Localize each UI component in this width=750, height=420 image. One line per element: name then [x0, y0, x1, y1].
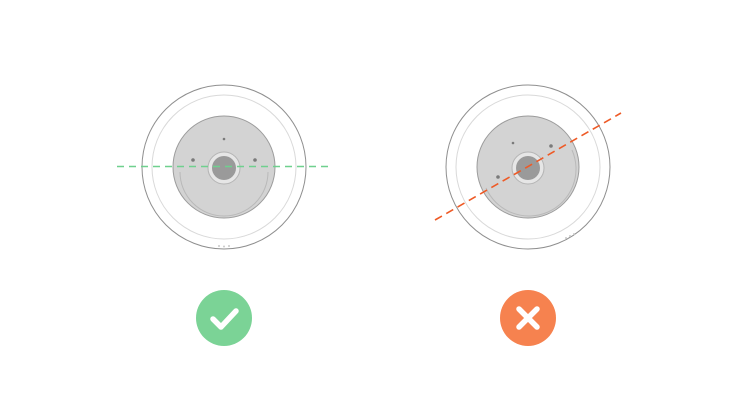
screw-point-left — [496, 175, 500, 179]
panel-correct — [117, 84, 331, 346]
alignment-line-tilted — [434, 112, 622, 221]
device-inner-ring — [151, 94, 297, 240]
device-inner-ring — [455, 94, 601, 240]
device-indicator-dots — [218, 245, 230, 248]
device-indicator-dots — [565, 233, 575, 239]
screw-point-right — [549, 144, 553, 148]
panel-incorrect — [375, 0, 750, 420]
check-icon — [210, 308, 239, 330]
device-center-knob — [516, 156, 540, 180]
device-face-arc — [179, 171, 269, 217]
screw-point-top — [511, 141, 515, 145]
screw-point-right — [253, 158, 257, 162]
status-badge-correct — [196, 290, 252, 346]
device-face-arc — [485, 149, 577, 217]
status-badge-incorrect — [500, 290, 556, 346]
screw-point-left — [191, 158, 195, 162]
device-tilted-illustration — [434, 84, 622, 250]
screw-point-top — [222, 137, 226, 141]
device-center-knob — [212, 156, 236, 180]
cross-icon — [516, 306, 540, 330]
device-level-illustration — [117, 84, 331, 250]
